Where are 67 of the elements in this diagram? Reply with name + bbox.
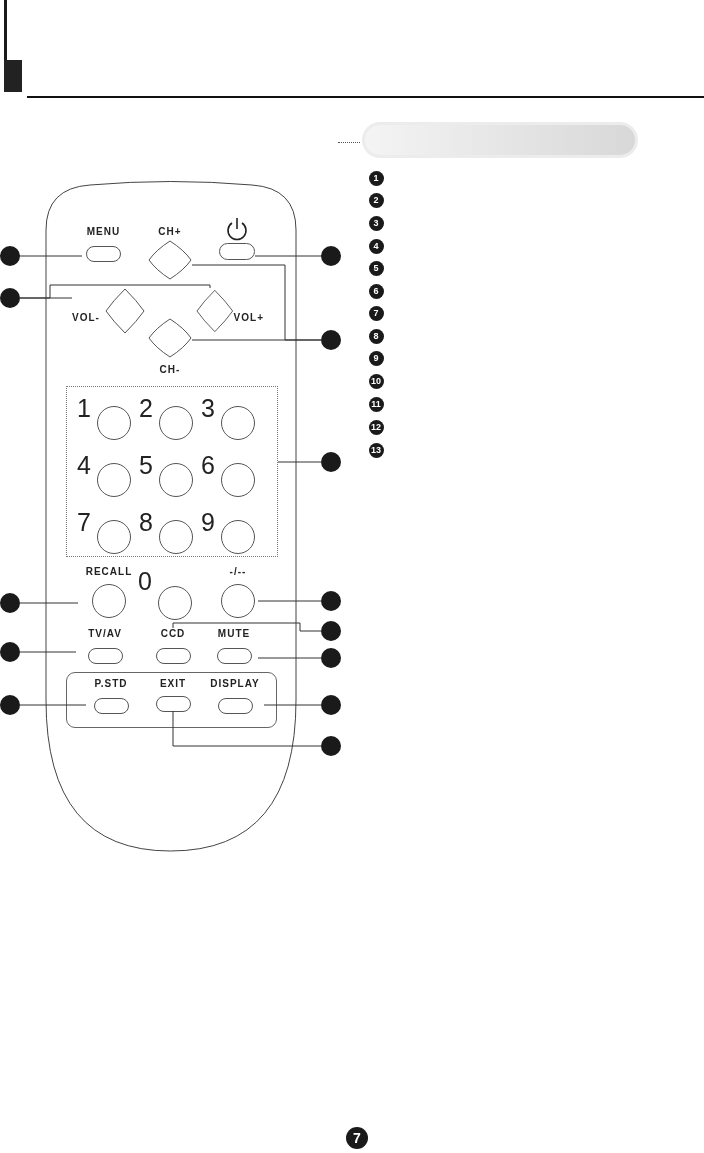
callout-dot — [0, 593, 20, 613]
callout-number: 13 — [368, 442, 384, 458]
button-panel — [66, 672, 277, 728]
page-number: 7 — [346, 1127, 368, 1149]
callout-dot — [321, 591, 341, 611]
callout-number: 7 — [368, 305, 384, 321]
key-label: TV/AV — [88, 628, 122, 640]
callout-number: 12 — [368, 419, 384, 435]
callout-number: 2 — [368, 192, 384, 208]
callout-dot — [321, 246, 341, 266]
leader-line — [19, 255, 83, 257]
callout-dot — [321, 736, 341, 756]
key-label: VOL- — [72, 312, 100, 324]
callout-number: 5 — [368, 260, 384, 276]
digit-label: 2 — [139, 395, 153, 421]
callout-number: 9 — [368, 350, 384, 366]
digit-label: 0 — [138, 568, 152, 594]
callout-dot — [321, 452, 341, 472]
key-label: VOL+ — [233, 312, 264, 324]
callout-dot — [321, 330, 341, 350]
callout-number: 8 — [368, 328, 384, 344]
key-label: CH- — [159, 364, 181, 376]
key-label: -/-- — [229, 566, 247, 578]
key-label: CH+ — [158, 226, 182, 238]
callout-dot — [0, 288, 20, 308]
callout-dot — [0, 246, 20, 266]
leader-line — [277, 461, 322, 463]
keypad-outline — [66, 386, 278, 557]
digit-label: 6 — [201, 452, 215, 478]
remote-body — [45, 180, 297, 852]
key-label: EXIT — [159, 678, 187, 690]
callout-number: 10 — [368, 373, 384, 389]
leader-line — [191, 339, 322, 341]
heading-bar — [362, 122, 638, 158]
leader-line — [257, 600, 322, 602]
key-label: MUTE — [217, 628, 251, 640]
digit-label: 5 — [139, 452, 153, 478]
digit-label: 4 — [77, 452, 91, 478]
leader-line — [19, 704, 87, 706]
callout-number: 11 — [368, 396, 384, 412]
digit-label: 9 — [201, 509, 215, 535]
leader-line — [263, 704, 322, 706]
callout-number: 3 — [368, 215, 384, 231]
leader-line — [19, 651, 77, 653]
digit-label: 8 — [139, 509, 153, 535]
leader-line — [257, 657, 322, 659]
callout-number: 4 — [368, 238, 384, 254]
callout-number: 1 — [368, 170, 384, 186]
leader-line — [254, 255, 322, 257]
leader-line — [19, 284, 211, 299]
callout-dot — [0, 642, 20, 662]
leader-line — [172, 622, 322, 632]
key-label: DISPLAY — [210, 678, 260, 690]
key-label: P.STD — [94, 678, 128, 690]
callout-dot — [321, 695, 341, 715]
digit-label: 7 — [77, 509, 91, 535]
callout-dot — [0, 695, 20, 715]
key-label: RECALL — [85, 566, 133, 578]
callout-dot — [321, 648, 341, 668]
callout-dot — [321, 621, 341, 641]
key-label: CCD — [160, 628, 186, 640]
callout-number: 6 — [368, 283, 384, 299]
leader-line — [172, 710, 322, 747]
leader-line — [19, 602, 79, 604]
digit-label: 1 — [77, 395, 91, 421]
key-label: MENU — [86, 226, 121, 238]
digit-label: 3 — [201, 395, 215, 421]
